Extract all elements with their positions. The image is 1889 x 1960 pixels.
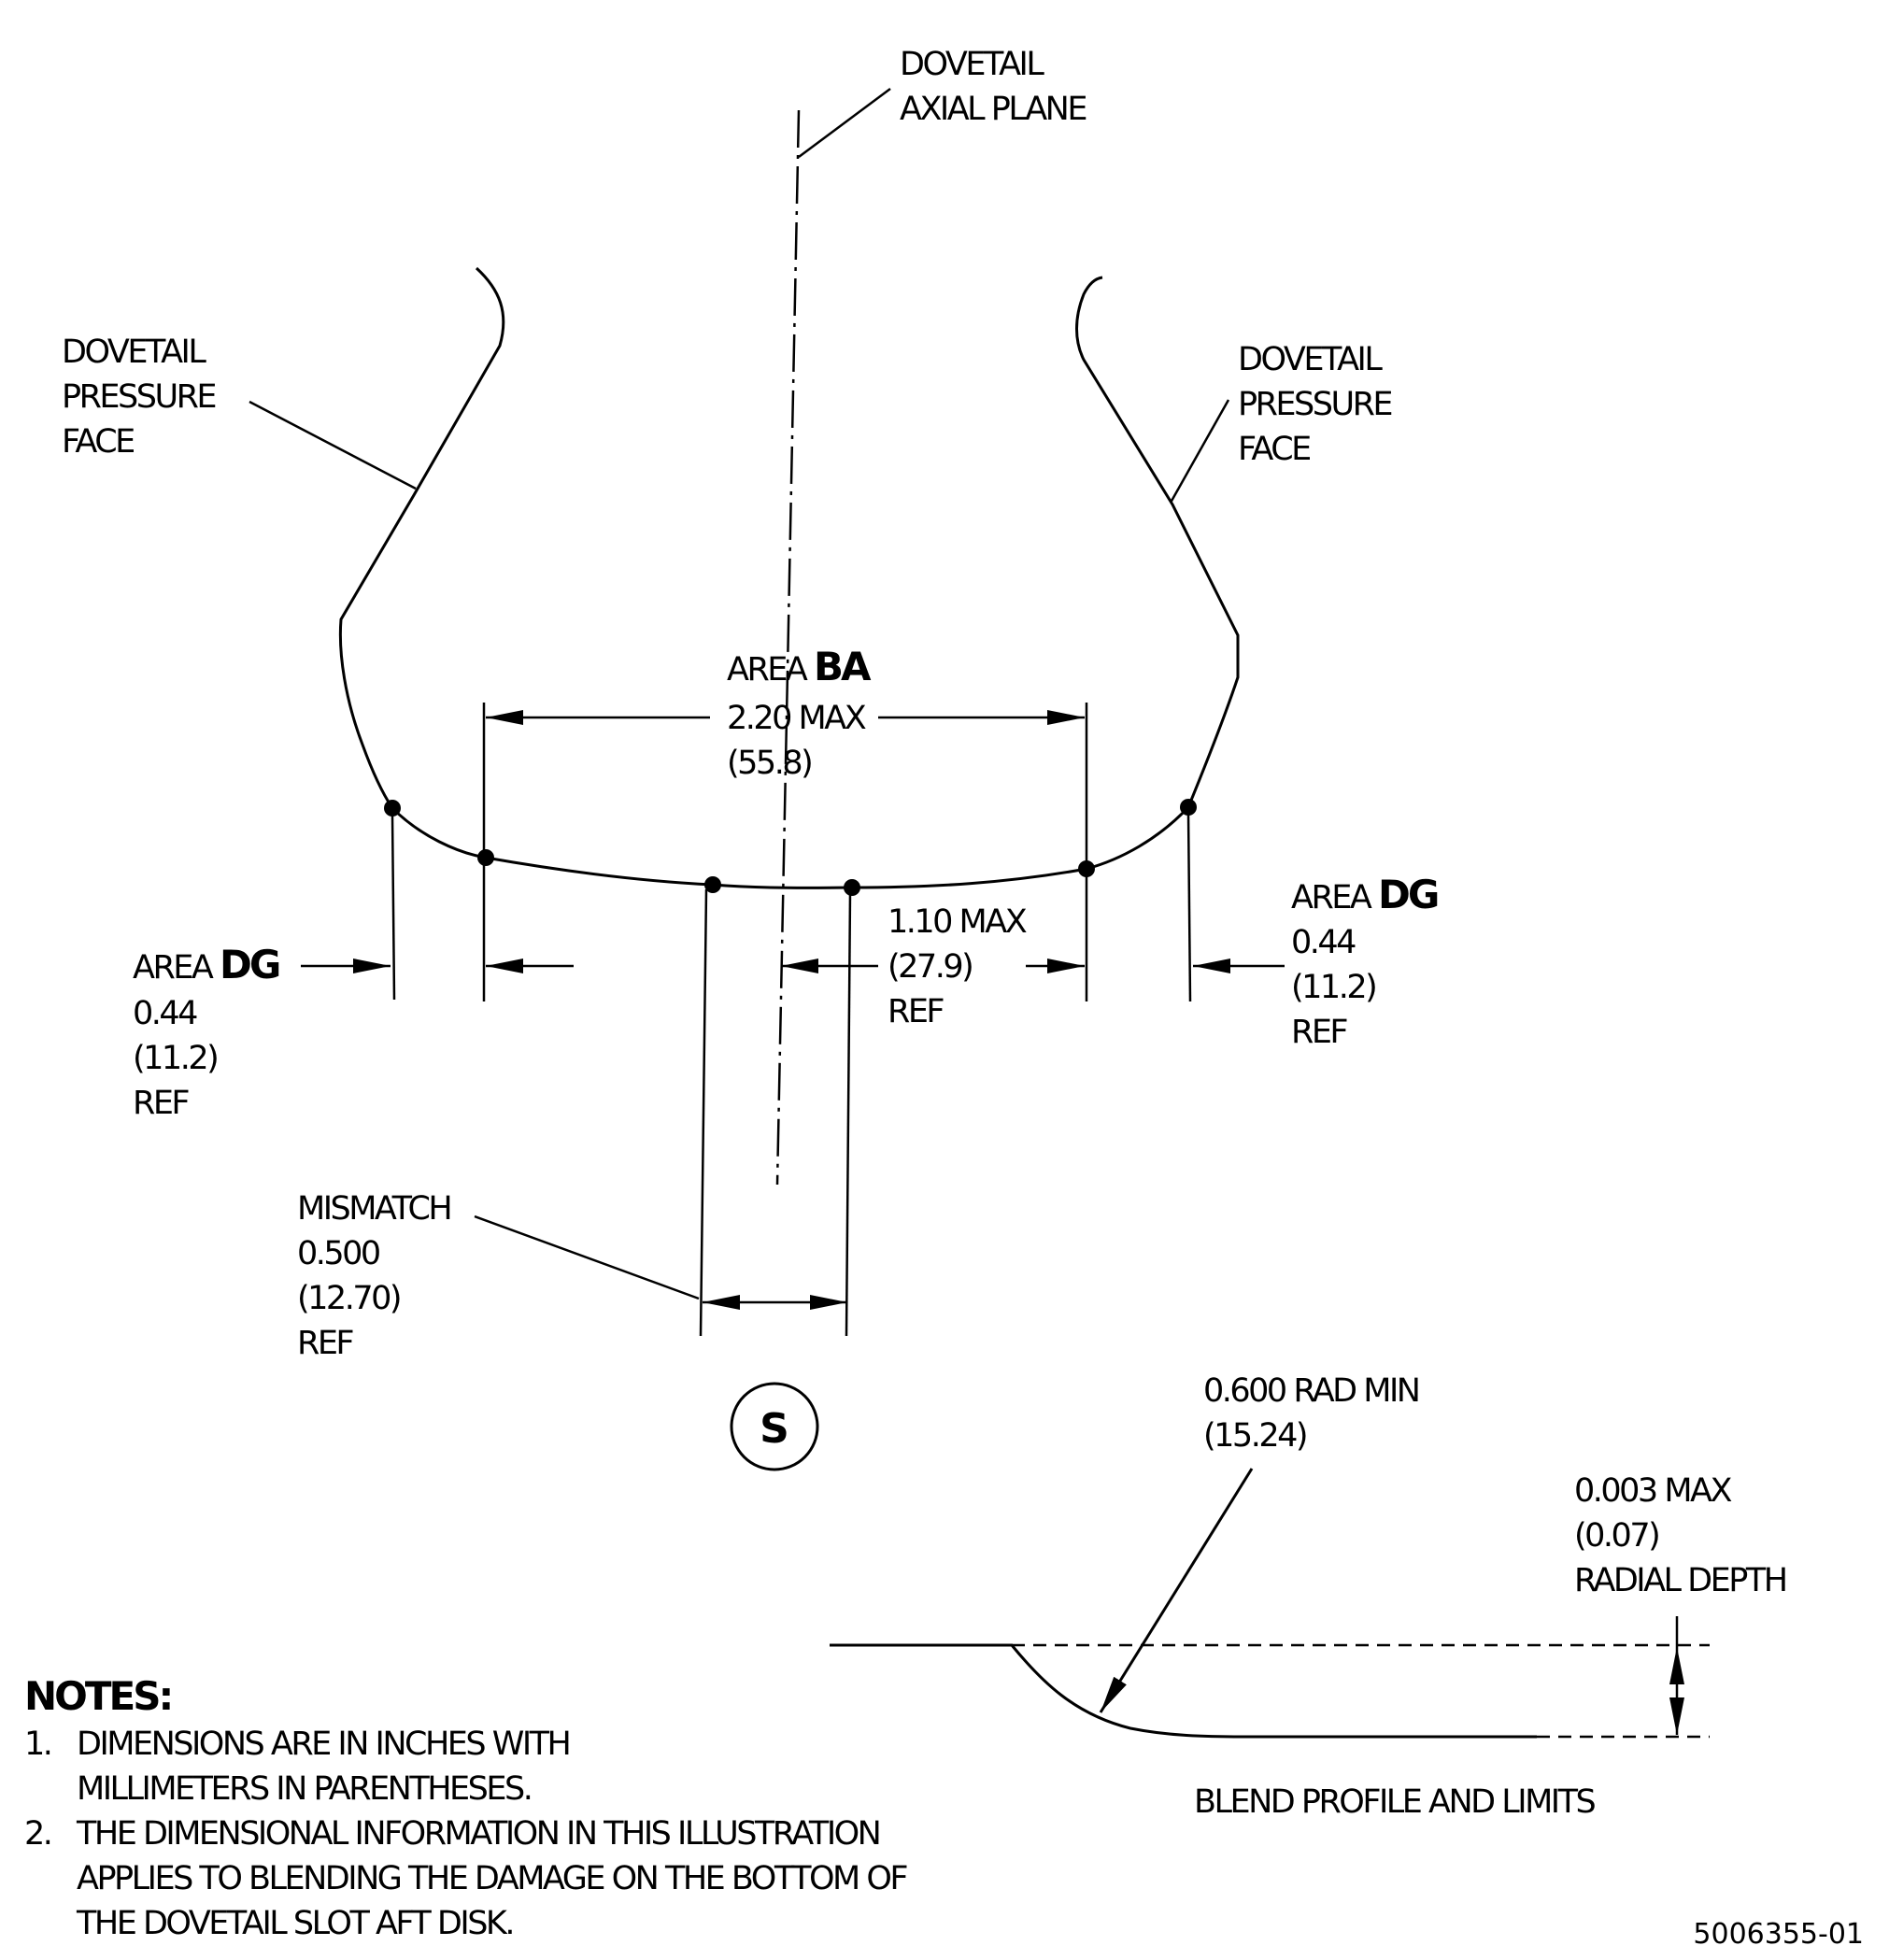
mismatch-point-right <box>844 879 860 896</box>
blend-profile-line <box>830 1643 1537 1739</box>
mismatch-leader <box>474 1214 700 1300</box>
area-ba-label: AREA BA <box>727 644 872 689</box>
mismatch-extension-left <box>699 888 708 1337</box>
mismatch-point-left <box>704 876 721 893</box>
notes-heading: NOTES: <box>24 1673 171 1719</box>
dg-left-extension <box>391 814 396 1001</box>
area-ba-metric: (55.8) <box>727 745 811 782</box>
note-1: 1. DIMENSIONS ARE IN INCHES WITH MILLIME… <box>24 1726 577 1808</box>
boundary-point-dg-left <box>384 800 401 817</box>
boundary-point-dg-right <box>1180 799 1197 816</box>
depth-label: 0.003 MAX (0.07) RADIAL DEPTH <box>1574 1472 1786 1599</box>
dg-right-extension <box>1186 812 1192 1002</box>
area-dg-right-values: 0.44 (11.2) REF <box>1291 924 1384 1051</box>
mismatch-label: MISMATCH 0.500 (12.70) REF <box>297 1190 459 1362</box>
area-dg-right-label: AREA DG <box>1291 872 1438 917</box>
blend-profile-caption: BLEND PROFILE AND LIMITS <box>1194 1783 1595 1821</box>
pressure-face-left-leader <box>249 400 417 490</box>
note-2: 2. THE DIMENSIONAL INFORMATION IN THIS I… <box>24 1815 915 1942</box>
axial-plane-leader <box>798 87 891 159</box>
section-marker-s: S <box>760 1405 789 1453</box>
pressure-face-right-label: DOVETAIL PRESSURE FACE <box>1238 341 1399 468</box>
area-dg-left-label: AREA DG <box>133 942 279 987</box>
area-ba-value: 2.20 MAX <box>727 700 866 737</box>
area-dg-left-values: 0.44 (11.2) REF <box>133 995 225 1122</box>
half-width-label: 1.10 MAX (27.9) REF <box>888 903 1033 1030</box>
dovetail-axial-plane-centerline <box>775 109 801 1186</box>
dovetail-slot-profile <box>338 266 1240 889</box>
radius-leader-arrow <box>1099 1468 1254 1713</box>
radius-label: 0.600 RAD MIN (15.24) <box>1203 1372 1427 1455</box>
pressure-face-right-leader <box>1169 399 1230 504</box>
pressure-face-left-label: DOVETAIL PRESSURE FACE <box>62 334 223 461</box>
figure-number: 5006355-01 <box>1693 1918 1864 1951</box>
section-marker-circle <box>730 1382 819 1471</box>
mismatch-extension-right <box>845 891 852 1337</box>
boundary-point-ba-left <box>477 849 494 866</box>
axial-plane-label: DOVETAIL AXIAL PLANE <box>900 46 1086 128</box>
